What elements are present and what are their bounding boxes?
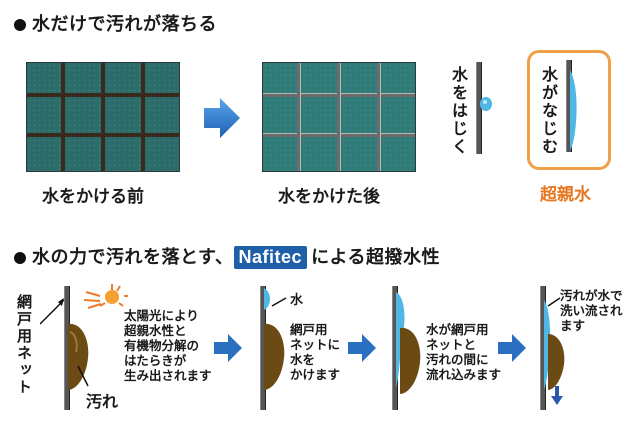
dirt-blob-icon-3 (400, 327, 421, 394)
brand-logo: Nafitec (233, 246, 308, 269)
super-label: 超親水 (540, 185, 591, 205)
step1-text: 太陽光により 超親水性と 有機物分解の はたらきが 生み出されます (124, 308, 212, 383)
mesh-after-image (262, 62, 416, 172)
section2-title-suffix: による超撥水性 (311, 247, 441, 268)
dirt-blob-icon-4 (548, 334, 565, 390)
step4-text: 汚れが水で 洗い流され ます (560, 288, 623, 333)
water-film-icon-4 (544, 300, 551, 390)
arrow-right-icon (204, 98, 240, 138)
mesh-before-image (26, 62, 180, 172)
pointer-water-icon (271, 297, 287, 307)
down-arrow-icon (551, 386, 563, 405)
repel-label: 水をはじく (449, 66, 468, 156)
bullet-icon (14, 252, 26, 264)
step2-text: 網戸用 ネットに 水を かけます (290, 322, 341, 382)
blend-label: 水がなじむ (539, 66, 558, 156)
water-label: 水 (290, 293, 304, 308)
sun-icon (83, 284, 128, 309)
dirt-label: 汚れ (86, 392, 119, 411)
bullet-icon (14, 19, 26, 31)
section2-title-prefix: 水の力で汚れを落とす、 (32, 247, 234, 268)
water-drop-icon (480, 97, 492, 111)
step-arrow-icon (214, 334, 242, 362)
dirt-blob-icon (68, 323, 89, 390)
pointer-dirt-icon (77, 365, 89, 387)
net-label: 網戸用ネット (15, 294, 33, 396)
dirt-blob-icon-2 (264, 323, 285, 390)
water-drop-icon-2 (264, 288, 270, 310)
caption-before: 水をかける前 (42, 187, 144, 207)
step-arrow-icon (348, 334, 376, 362)
caption-after: 水をかけた後 (278, 187, 380, 207)
water-film-icon (570, 70, 577, 150)
section1-title-text: 水だけで汚れが落ちる (32, 14, 217, 35)
section1-title: 水だけで汚れが落ちる (14, 10, 217, 36)
pointer-line-icon (40, 298, 65, 325)
superhydrophilic-frame (527, 50, 611, 170)
step-arrow-icon (498, 334, 526, 362)
pointer-water-icon-4 (547, 297, 561, 307)
step3-text: 水が網戸用 ネットと 汚れの間に 流れ込みます (426, 322, 502, 382)
